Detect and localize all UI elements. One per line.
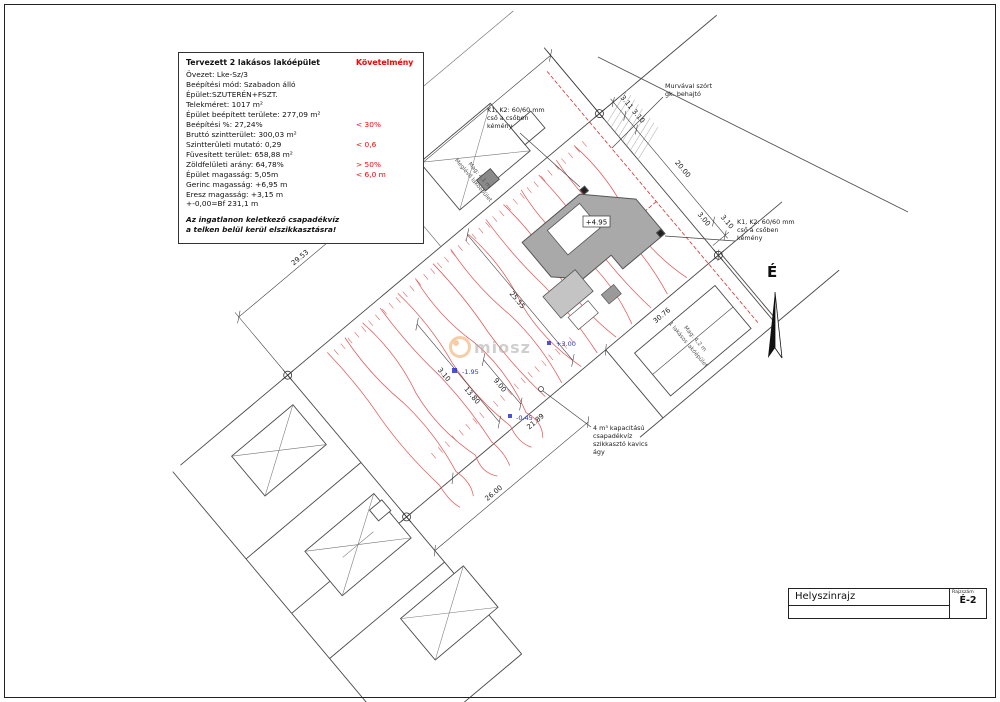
info-row: Zöldfelületi arány: 64,78%> 50% — [186, 159, 381, 169]
north-label: É — [767, 262, 777, 281]
soakaway-note-line3: szikkasztó kavics — [593, 440, 648, 448]
info-row: Füvesített terület: 658,88 m² — [186, 149, 293, 159]
drawing-number-label: Rajzszám — [952, 590, 974, 595]
info-row: Övezet: Lke-Sz/3 — [186, 70, 249, 80]
chimney-k1 — [579, 185, 590, 196]
title-block-left: Helyszinrajz — [789, 589, 950, 618]
dim-w1: 13.80 — [462, 385, 481, 405]
dim-total-nw: 29.53 — [290, 248, 310, 267]
info-row: Épület magasság: 5,05m< 6,0 m — [186, 169, 386, 179]
dimension-lines — [234, 49, 730, 557]
chimney-note-top-line3: kémény — [487, 122, 513, 130]
dim-chain-1: 3.11 — [619, 94, 635, 111]
info-row: Beépítési mód: Szabadon álló — [186, 80, 296, 90]
title-block-right: Rajzszám É-2 — [950, 589, 986, 618]
dim-w2: 9.00 — [492, 377, 508, 394]
drawing-title: Helyszinrajz — [789, 589, 949, 606]
info-row: Szintterületi mutató: 0,29< 0,6 — [186, 139, 377, 149]
chimney-note-top-line2: cső a csőben — [487, 113, 529, 122]
watermark: miosz — [449, 336, 531, 358]
info-row: Gerinc magasság: +6,95 m — [186, 179, 288, 189]
annotation-leaders — [519, 96, 736, 428]
street-boundary-line — [597, 56, 909, 213]
info-row: Telekméret: 1017 m² — [186, 100, 263, 110]
info-row: +-0,00=Bf 231,1 m — [186, 199, 259, 209]
utility-dashed-lines — [546, 71, 760, 325]
dim-chain-4: 3.10 — [719, 213, 735, 230]
dim-chain-3: 20.00 — [673, 159, 692, 179]
building-level-label: +4.95 — [586, 219, 607, 227]
soakaway-note-line4: ágy — [593, 448, 605, 456]
neighbor-roof-lines — [231, 103, 531, 661]
info-row: Beépítési %: 27,24%< 30% — [186, 120, 381, 130]
dim-interior: 25.55 — [508, 290, 527, 310]
soakaway-note-line1: 4 m³ kapacitású — [593, 424, 644, 432]
spot-level-1: -1.95 — [462, 368, 479, 376]
driveway-note-line1: Murvával szórt — [665, 82, 713, 90]
chimney-note-right-line1: K1, K2: 60/60 mm — [737, 218, 795, 226]
chimney-note-right-line3: kémény — [737, 234, 763, 242]
project-title: Tervezett 2 lakásos lakóépület — [186, 58, 321, 67]
dim-setback: 3.00 — [696, 211, 712, 228]
spot-level-3: +3.00 — [556, 340, 576, 348]
slope-hachure-ticks — [333, 140, 587, 459]
requirement-header: Követelmény — [356, 58, 414, 67]
info-row: Bruttó szintterület: 300,03 m² — [186, 129, 297, 139]
info-row: Épület:SZUTERÉN+FSZT. — [186, 90, 278, 100]
drawing-number: É-2 — [959, 595, 977, 606]
chimney-note-top-line1: K1, K2: 60/60 mm — [487, 106, 545, 114]
spot-level-2: -0.45 — [516, 414, 533, 422]
watermark-text: miosz — [474, 338, 531, 357]
planned-building — [521, 185, 666, 331]
title-block: Helyszinrajz Rajzszám É-2 — [788, 588, 987, 619]
info-row: Épület beépített területe: 277,09 m² — [186, 110, 321, 120]
soakaway-note-line2: csapadékvíz — [593, 432, 633, 440]
dim-bottom: 26.00 — [484, 484, 504, 503]
chimney-k2 — [655, 228, 666, 239]
north-arrow: É — [767, 262, 783, 359]
watermark-logo-icon — [449, 336, 471, 358]
chimney-note-right-line2: cső a csőben — [737, 225, 779, 234]
info-row: Eresz magasság: +3,15 m — [186, 189, 284, 199]
project-info-box: Tervezett 2 lakásos lakóépület Követelmé… — [178, 52, 424, 245]
driveway-note-line2: gk. behajtó — [665, 90, 701, 98]
info-box-header: Tervezett 2 lakásos lakóépület Követelmé… — [186, 58, 416, 68]
spot-levels: +4.95 -1.95 -0.45 +3.00 — [452, 215, 611, 422]
